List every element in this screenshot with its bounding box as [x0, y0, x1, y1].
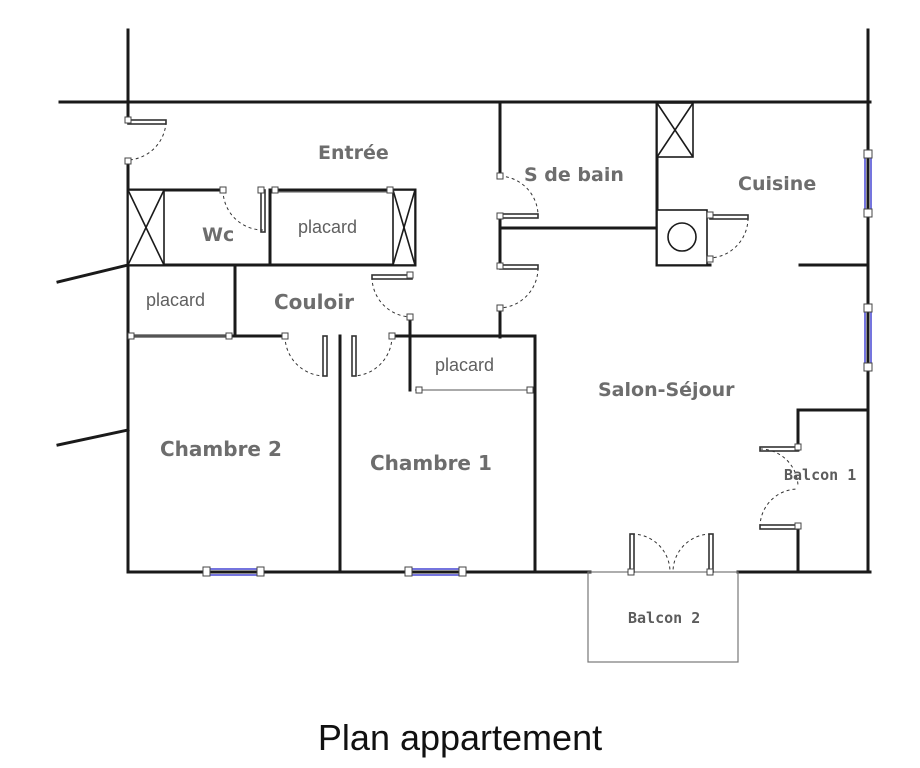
room-labels: Entrée S de bain Cuisine Wc placard plac… [146, 142, 856, 627]
doors [124, 116, 802, 576]
thin-outlines [128, 191, 739, 663]
label-s-de-bain: S de bain [524, 164, 624, 186]
floor-plan: Entrée S de bain Cuisine Wc placard plac… [56, 28, 873, 663]
label-salon: Salon-Séjour [598, 379, 735, 401]
plan-caption: Plan appartement [317, 717, 603, 758]
label-placard-wc: placard [298, 217, 357, 237]
label-cuisine: Cuisine [738, 173, 816, 195]
label-balcon2: Balcon 2 [628, 609, 700, 627]
label-chambre2: Chambre 2 [160, 437, 282, 461]
label-placard-left: placard [146, 290, 205, 310]
windows [202, 149, 873, 577]
label-chambre1: Chambre 1 [370, 451, 492, 475]
label-entree: Entrée [318, 142, 389, 164]
ventilation-shafts [127, 102, 708, 266]
label-placard-chambre1: placard [435, 355, 494, 375]
label-couloir: Couloir [274, 290, 354, 314]
label-wc: Wc [202, 224, 234, 246]
label-balcon1: Balcon 1 [784, 466, 856, 484]
